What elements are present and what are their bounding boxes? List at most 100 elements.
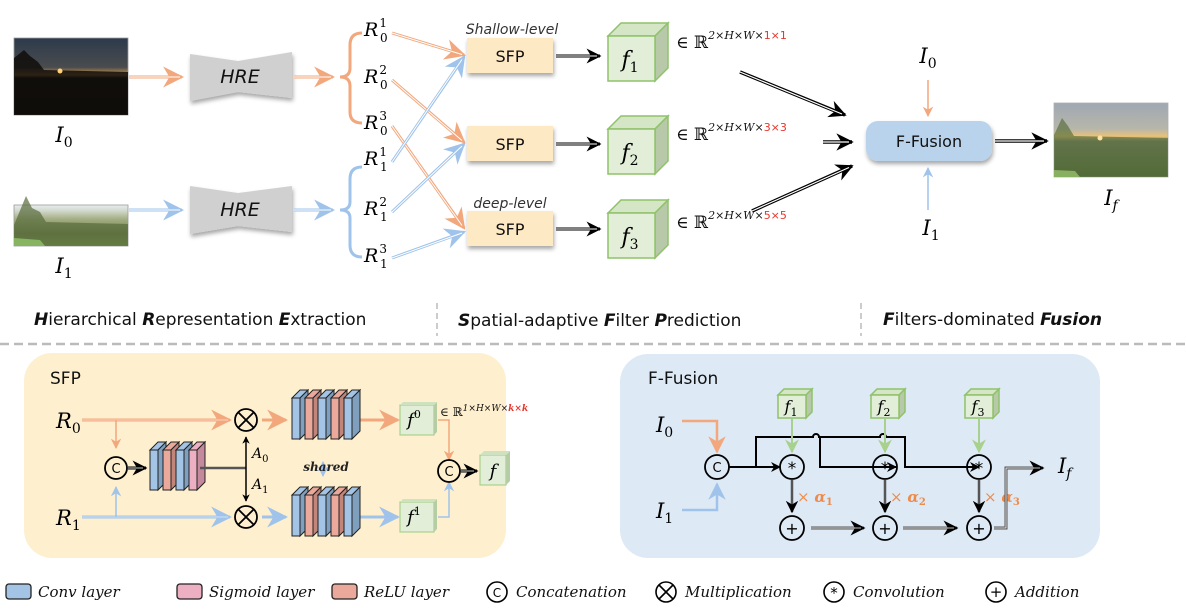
a0-label: A0 xyxy=(250,446,269,465)
legend-item-concatenation: C Concatenation xyxy=(486,581,627,603)
shared-layer-stack-bottom xyxy=(290,485,362,538)
f1-block xyxy=(399,499,437,533)
fusion-panel-title: F-Fusion xyxy=(648,369,718,389)
sfp-r1-label: R1 xyxy=(55,506,81,534)
section-label-fusion: Filters-dominated Fusion xyxy=(883,310,1102,330)
svg-text:*: * xyxy=(830,584,838,602)
legend: Conv layer Sigmoid layer ReLU layer C Concat… xyxy=(5,581,1079,603)
svg-text:*: * xyxy=(975,459,984,479)
legend-label: Concatenation xyxy=(516,583,627,601)
rep-to-sfp-arrows xyxy=(390,31,467,260)
sfp-block-3: SFP xyxy=(467,211,553,246)
conv-layer xyxy=(342,485,362,538)
svg-text:C: C xyxy=(493,586,501,600)
hre-label-0: HRE xyxy=(220,66,260,88)
hre-label-1: HRE xyxy=(220,199,260,221)
input-label-1: I1 xyxy=(54,254,72,282)
fusion-filter-cube-3: f3 xyxy=(963,387,1001,420)
alpha-label-1: × α1 xyxy=(797,488,833,508)
filter-to-fusion-arrows xyxy=(739,70,854,213)
legend-item-relu-layer: ReLU layer xyxy=(331,583,450,601)
filter-dimension-1: ∈ ℝ2×H×W×1×1 xyxy=(676,29,787,53)
sfp-to-filter-arrows xyxy=(556,48,602,237)
deep-level-label: deep-level xyxy=(473,196,546,212)
shared-layer-stack-top xyxy=(290,388,362,441)
concat-symbol-icon xyxy=(486,581,508,603)
sfp-detail-panel: SFP R0 R1 C xyxy=(24,353,528,558)
f0-block xyxy=(399,402,437,436)
legend-label: Multiplication xyxy=(684,583,792,601)
addition-node-3: + xyxy=(966,515,992,541)
filter-cube-3: f3 xyxy=(606,198,670,260)
shared-label: shared xyxy=(303,460,349,474)
fusion-filter-label-3: f3 xyxy=(971,397,985,419)
sfp-block-2: SFP xyxy=(467,126,553,161)
legend-label: Conv layer xyxy=(38,583,121,601)
fusion-filter-label-1: f1 xyxy=(784,397,798,419)
hre-block-1 xyxy=(190,186,292,234)
section-labels: Hierarchical Representation Extraction S… xyxy=(0,303,1186,346)
sfp-mult-node-0 xyxy=(234,408,258,432)
input-image-0 xyxy=(13,37,129,116)
sfp-concat-node: C xyxy=(104,456,128,480)
fusion-i1-arrow xyxy=(682,482,726,512)
sfp-r1-path xyxy=(82,480,455,528)
svg-text:C: C xyxy=(712,461,721,476)
sfp-output-concat-node: C xyxy=(437,459,461,483)
sfp-label: SFP xyxy=(495,220,524,239)
svg-text:*: * xyxy=(881,459,890,479)
convolution-node-3: * xyxy=(966,454,992,480)
fusion-output-label: If xyxy=(1057,454,1074,482)
f-fusion-block xyxy=(866,121,992,161)
legend-swatch xyxy=(5,583,32,600)
alpha-label-2: × α2 xyxy=(890,488,926,508)
addition-node-1: + xyxy=(779,515,805,541)
shallow-level-label: Shallow-level xyxy=(466,22,559,38)
svg-text:*: * xyxy=(788,459,797,479)
input-label-0: I0 xyxy=(54,123,72,151)
sfp-mult-node-1 xyxy=(234,505,258,529)
sfp-block-1: SFP xyxy=(467,38,553,73)
fusion-i0-arrow xyxy=(682,419,726,454)
legend-label: Sigmoid layer xyxy=(209,583,315,601)
attention-layer-stack xyxy=(148,440,207,492)
legend-item-convolution: *Convolution xyxy=(823,581,945,603)
fusion-filter-label-2: f2 xyxy=(877,397,891,419)
f-fusion-label: F-Fusion xyxy=(896,132,962,151)
fusion-i0-label: I0 xyxy=(655,413,673,441)
filter-dimension-3: ∈ ℝ2×H×W×5×5 xyxy=(676,209,787,233)
sfp-filter-dimension: ∈ ℝ1×H×W×k×k xyxy=(440,404,528,419)
sfp-panel-title: SFP xyxy=(50,369,81,389)
input-image-1 xyxy=(13,196,129,247)
fusion-input-label-0: I0 xyxy=(918,44,936,72)
legend-label: ReLU layer xyxy=(363,583,450,601)
sfp-output-f-block xyxy=(479,451,510,486)
legend-swatch xyxy=(176,583,203,600)
output-label: If xyxy=(1103,186,1120,214)
legend-item-conv-layer: Conv layer xyxy=(5,583,121,601)
section-label-sfp: Spatial-adaptive Filter Prediction xyxy=(458,311,741,331)
hre-block-0 xyxy=(190,52,292,101)
filter-dimension-2: ∈ ℝ2×H×W×3×3 xyxy=(676,121,787,145)
convolution-node-1: * xyxy=(779,454,805,480)
brace-1 xyxy=(339,165,363,259)
sfp-r0-label: R0 xyxy=(55,409,81,437)
add-symbol-icon xyxy=(985,581,1007,603)
a1-label: A1 xyxy=(250,477,269,496)
legend-item-addition: +Addition xyxy=(985,581,1079,603)
svg-text:+: + xyxy=(990,583,1003,601)
sfp-label: SFP xyxy=(495,135,524,154)
brace-0 xyxy=(339,31,363,125)
output-image xyxy=(1053,102,1169,178)
filter-cube-1: f1 xyxy=(606,21,670,83)
fusion-i1-label: I1 xyxy=(655,499,673,527)
legend-item-multiplication: Multiplication xyxy=(655,581,792,603)
fusion-filter-cube-2: f2 xyxy=(869,387,907,420)
